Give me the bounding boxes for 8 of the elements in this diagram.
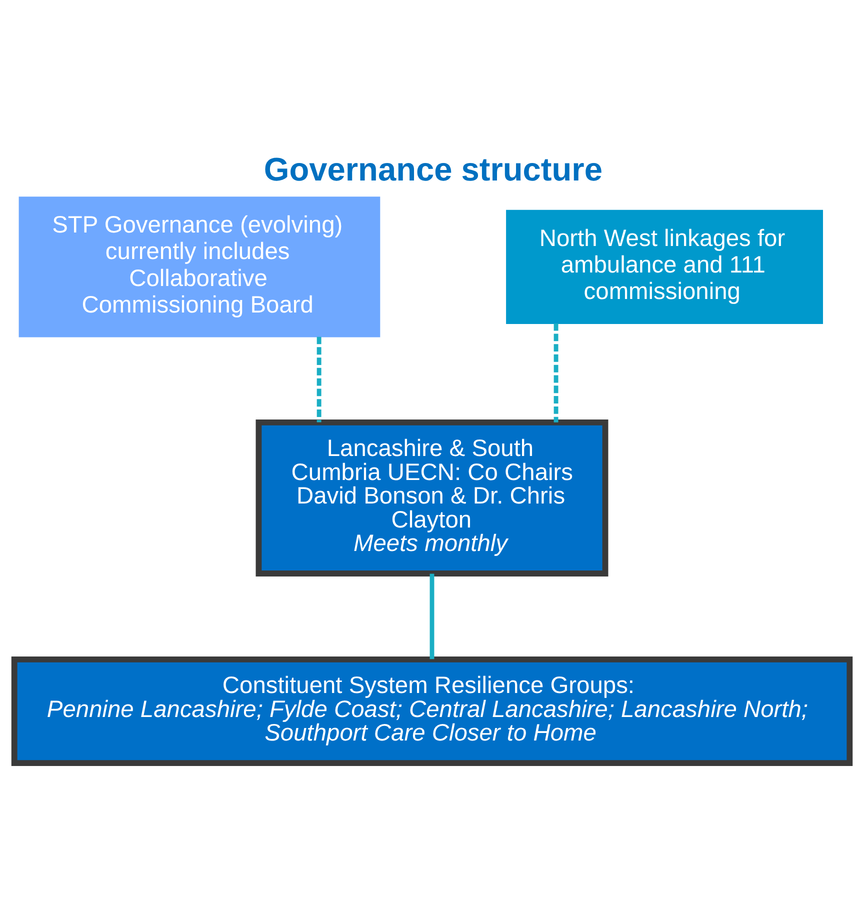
node-box: STP Governance (evolving) currently includes Collaborative Commissioning Board (18, 196, 380, 337)
node-box: Constituent System Resilience Groups: Pennine Lancashire; Fylde Coast; Central Lancashire; Lancashire North; Southport Care Closer to Home (11, 656, 853, 766)
diagram-title: Governance structure (264, 150, 602, 187)
node-box: North West linkages for ambulance and 111 commissioning (506, 209, 823, 324)
connector (430, 573, 434, 659)
connector (554, 322, 558, 422)
connector (316, 336, 322, 422)
node-box: Lancashire & South Cumbria UECN: Co Chairs David Bonson & Dr. Chris Clayton Meets monthly (256, 418, 608, 576)
